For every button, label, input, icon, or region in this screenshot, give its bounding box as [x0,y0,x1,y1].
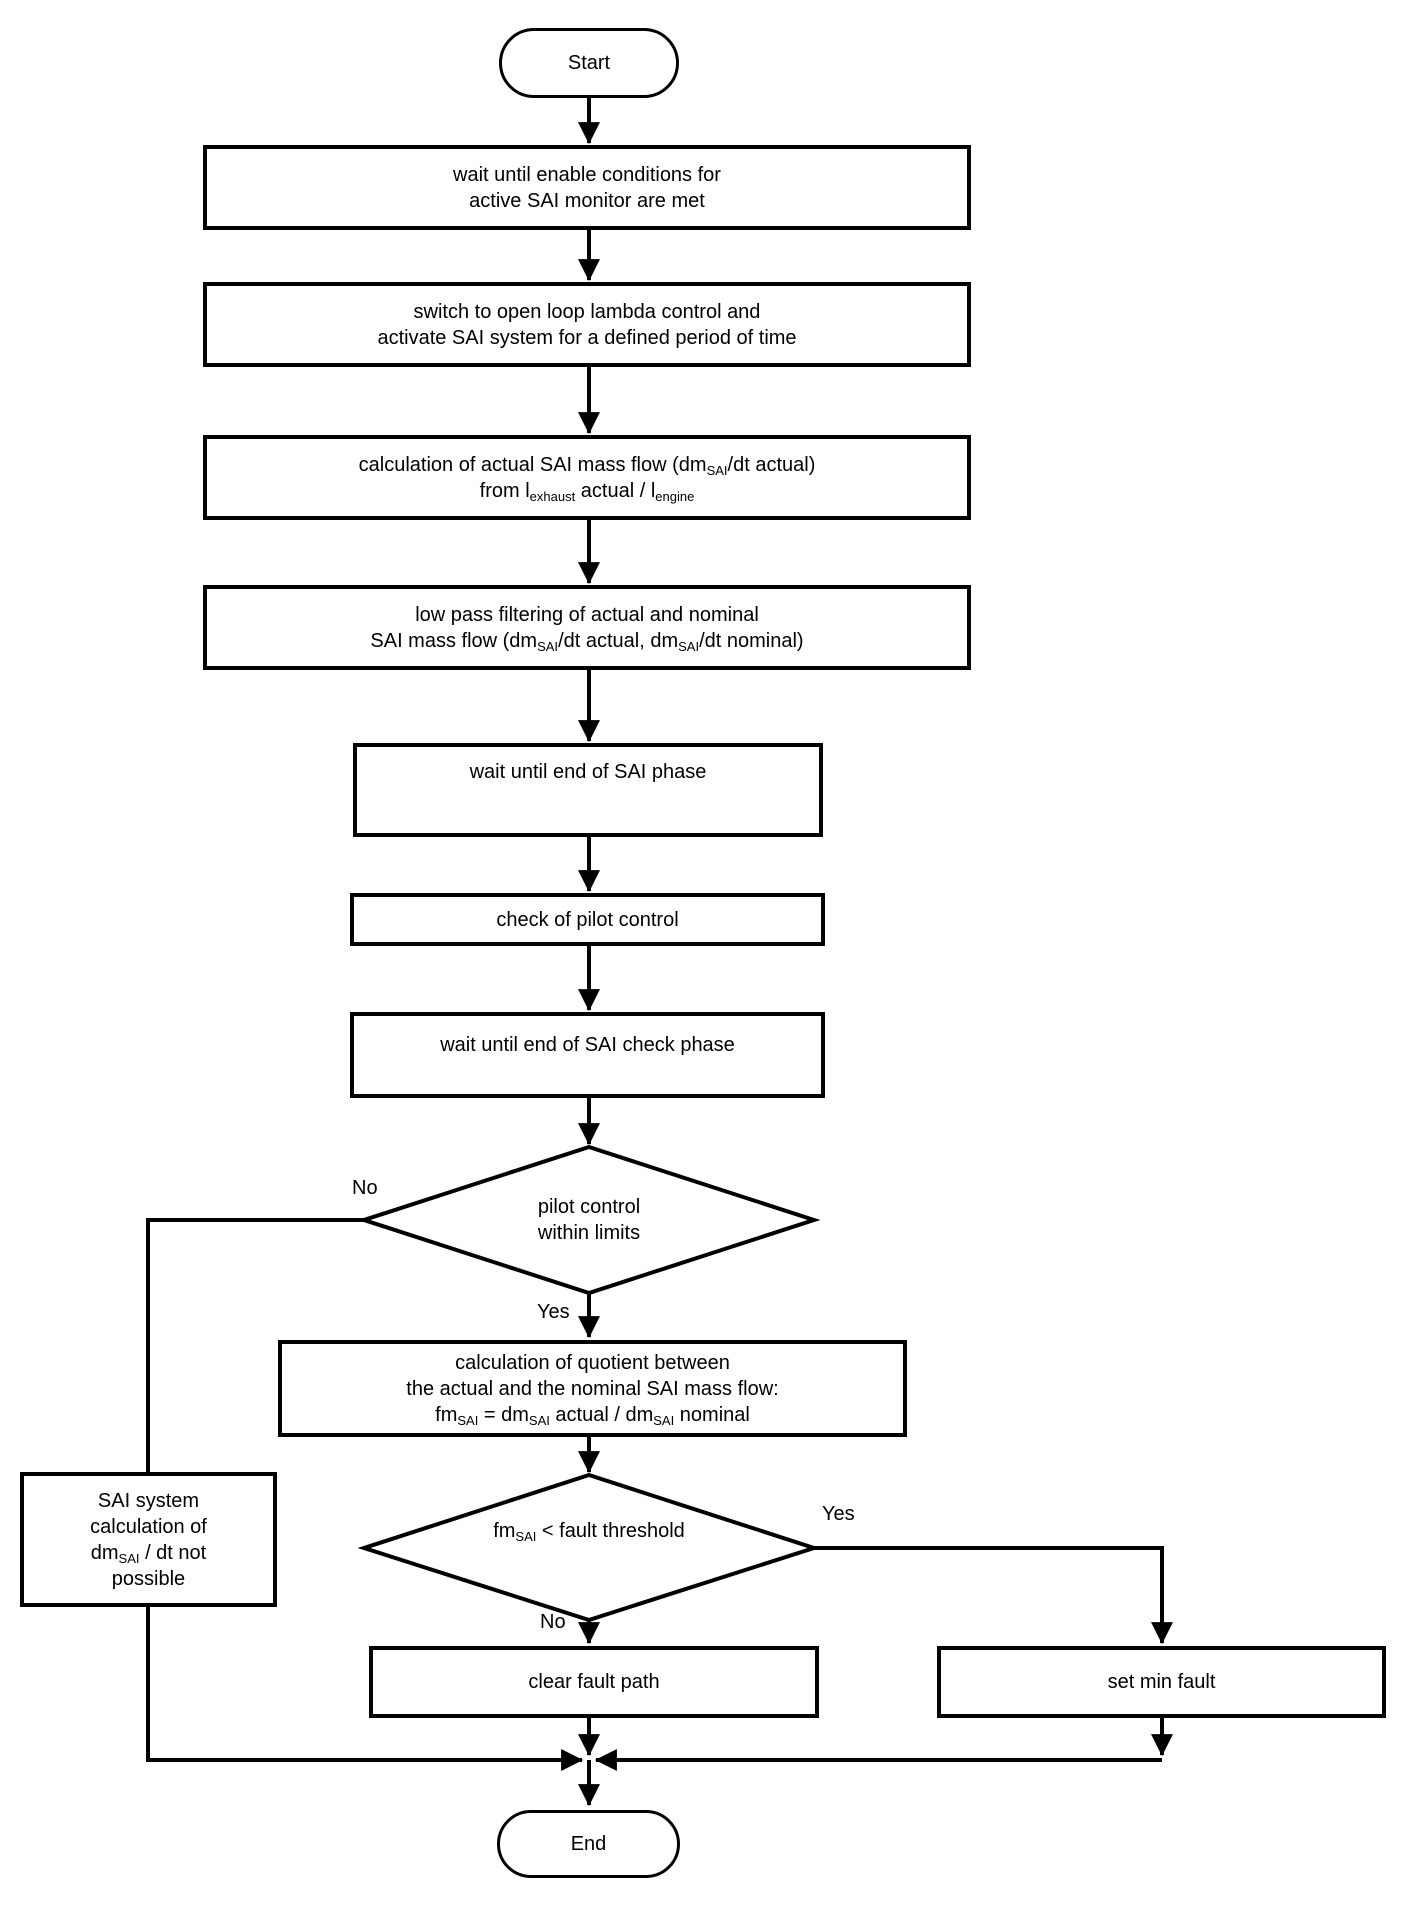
text-line: set min fault [1107,1671,1216,1693]
text-line: fmSAI = dmSAI actual / dmSAI nominal [435,1403,750,1428]
start-label: Start [567,52,611,74]
edge-decision-threshold-yes-to-set-min-fault [814,1546,1173,1645]
text-line: wait until end of SAI check phase [440,1034,735,1056]
text-line: possible [111,1567,186,1590]
decision-pilot-control-diamond [357,1144,821,1296]
branch-label-pilot-no: No [352,1177,378,1199]
text-line: clear fault path [528,1671,660,1693]
text-line: the actual and the nominal SAI mass flow… [406,1377,779,1400]
process-clear-fault-path: clear fault path [369,1646,819,1718]
text-line: wait until end of SAI phase [469,761,707,783]
branch-label-threshold-no: No [540,1611,566,1633]
text-line: activate SAI system for a defined period… [377,326,797,349]
process-switch-open-loop: switch to open loop lambda control and a… [203,282,971,367]
text-line: check of pilot control [496,908,679,931]
branch-label-pilot-yes: Yes [537,1301,570,1323]
end-label: End [570,1833,607,1855]
process-check-pilot-control: check of pilot control [350,893,825,946]
text-line: wait until enable conditions for [453,163,721,186]
text-line: low pass filtering of actual and nominal [415,603,759,626]
text-line: switch to open loop lambda control and [413,300,761,323]
text-line: dmSAI / dt not [90,1541,207,1566]
process-set-min-fault: set min fault [937,1646,1386,1718]
edge-decision-pilot-no-path [146,1218,364,1472]
edge-sai-not-possible-to-merge [146,1607,584,1771]
process-wait-end-sai-check-phase: wait until end of SAI check phase [350,1012,825,1098]
process-wait-end-sai-phase: wait until end of SAI phase [353,743,823,837]
process-wait-enable-conditions: wait until enable conditions for active … [203,145,971,230]
branch-label-threshold-yes: Yes [822,1503,855,1525]
process-calc-quotient: calculation of quotient between the actu… [278,1340,907,1437]
process-sai-calculation-not-possible: SAI system calculation of dmSAI / dt not… [20,1472,277,1607]
text-line: SAI system [97,1489,200,1512]
process-calc-actual-sai-mass-flow: calculation of actual SAI mass flow (dmS… [203,435,971,520]
decision-fault-threshold-diamond [357,1472,821,1623]
text-line: from lexhaust actual / lengine [479,479,695,504]
end-terminal: End [497,1810,680,1878]
text-line: calculation of actual SAI mass flow (dmS… [358,453,816,478]
text-line: calculation of [90,1515,207,1538]
text-line: active SAI monitor are met [469,189,705,212]
start-terminal: Start [499,28,679,98]
text-line: SAI mass flow (dmSAI/dt actual, dmSAI/dt… [370,629,804,654]
process-low-pass-filtering: low pass filtering of actual and nominal… [203,585,971,670]
text-line: calculation of quotient between [455,1351,730,1374]
